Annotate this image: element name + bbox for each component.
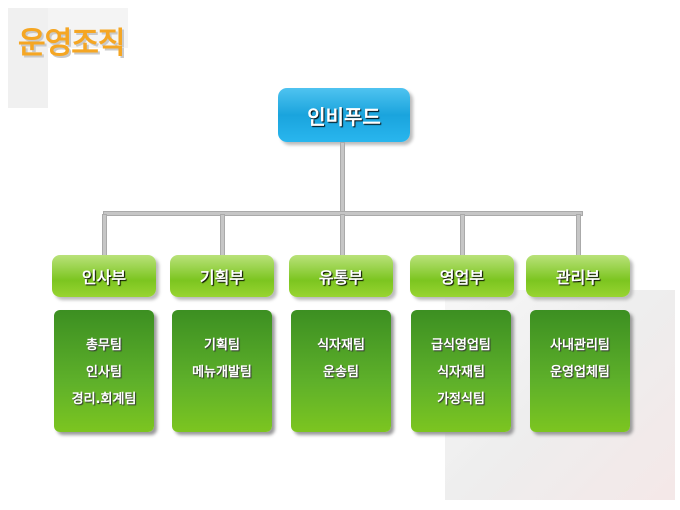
team-label: 경리.회계팀	[71, 392, 137, 407]
dept-box: 관리부	[526, 255, 630, 297]
connector-line	[102, 214, 107, 256]
connector-line	[460, 214, 465, 256]
team-label: 메뉴개발팀	[192, 365, 252, 380]
dept-box: 인사부	[52, 255, 156, 297]
decor-square	[48, 8, 128, 48]
team-label: 식자재팀	[437, 365, 485, 380]
team-box: 총무팀 인사팀 경리.회계팀	[54, 310, 154, 432]
connector-line	[340, 214, 345, 256]
dept-box: 기획부	[170, 255, 274, 297]
team-label: 운송팀	[323, 365, 359, 380]
team-label: 식자재팀	[317, 338, 365, 353]
connector-line	[340, 142, 345, 214]
team-label: 가정식팀	[437, 392, 485, 407]
connector-line	[576, 214, 581, 256]
team-label: 기획팀	[204, 338, 240, 353]
page-title: 운영조직	[18, 26, 125, 61]
team-box: 급식영업팀 식자재팀 가정식팀	[411, 310, 511, 432]
team-label: 총무팀	[86, 338, 122, 353]
dept-box: 영업부	[410, 255, 514, 297]
team-label: 인사팀	[86, 365, 122, 380]
team-box: 사내관리팀 운영업체팀	[530, 310, 630, 432]
team-box: 식자재팀 운송팀	[291, 310, 391, 432]
org-root-box: 인비푸드	[278, 88, 410, 142]
team-label: 사내관리팀	[550, 338, 610, 353]
team-label: 급식영업팀	[431, 338, 491, 353]
connector-line	[220, 214, 225, 256]
decor-square	[8, 8, 48, 108]
dept-box: 유통부	[289, 255, 393, 297]
team-label: 운영업체팀	[550, 365, 610, 380]
team-box: 기획팀 메뉴개발팀	[172, 310, 272, 432]
